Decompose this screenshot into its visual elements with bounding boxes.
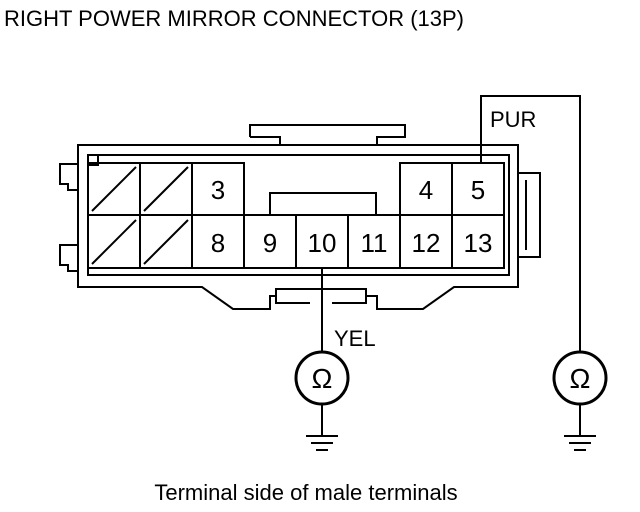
yel-wire: YEL: [321, 268, 376, 352]
pur-wire-label: PUR: [490, 107, 536, 132]
pin-8: 8: [211, 228, 225, 258]
ohm-symbol-right: Ω: [570, 363, 591, 394]
ohm-symbol-left: Ω: [312, 363, 333, 394]
pin-numbers: 3 4 5 8 9 10 11 12 13: [211, 175, 493, 258]
terminal-grid: [191, 162, 505, 269]
diagram-title: RIGHT POWER MIRROR CONNECTOR (13P): [4, 6, 464, 31]
blocked-cavities: [87, 162, 193, 269]
pin-9: 9: [263, 228, 277, 258]
yel-wire-label: YEL: [334, 326, 376, 351]
pin-5: 5: [471, 175, 485, 205]
pin-12: 12: [412, 228, 441, 258]
pin-13: 13: [464, 228, 493, 258]
ohmmeter-left: Ω: [294, 350, 350, 451]
pin-10: 10: [308, 228, 337, 258]
diagram-caption: Terminal side of male terminals: [154, 480, 457, 505]
pin-4: 4: [419, 175, 433, 205]
ground-icon: [564, 435, 596, 451]
connector-housing: [59, 124, 541, 310]
ohmmeter-right: Ω: [552, 350, 608, 451]
pin-3: 3: [211, 175, 225, 205]
ground-icon: [306, 435, 338, 451]
pin-11: 11: [361, 228, 388, 258]
pur-wire: PUR: [480, 95, 581, 352]
